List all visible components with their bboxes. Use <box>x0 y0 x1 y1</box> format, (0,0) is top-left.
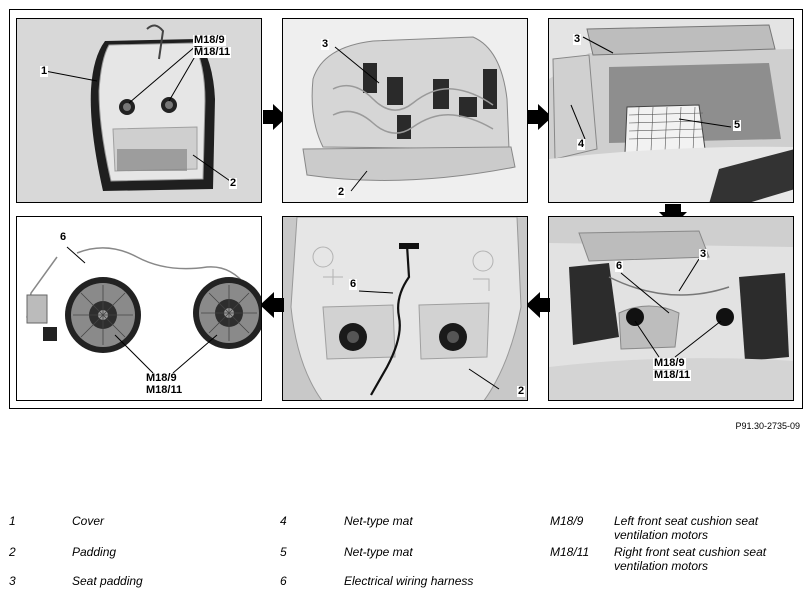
arrow-down-icon <box>659 204 687 226</box>
photo-panel-net-mat: 3 4 5 <box>548 18 794 203</box>
legend-text: Seat padding <box>72 574 143 588</box>
photo-panel-motors-removed: 6 M18/9 M18/11 <box>16 216 262 401</box>
legend-num: M18/11 <box>550 545 590 559</box>
legend-num: 6 <box>280 574 287 588</box>
figure-frame: 1 M18/9 M18/11 2 3 2 <box>9 9 803 409</box>
callout-1: 1 <box>40 65 49 77</box>
callout-m18-11: M18/11 <box>193 46 232 58</box>
legend-text: ventilation motors <box>614 559 709 573</box>
legend-text: Electrical wiring harness <box>344 574 474 588</box>
photo-panel-wiring-harness: 6 2 <box>282 216 528 401</box>
photo-panel-padding: 3 2 <box>282 18 528 203</box>
arrow-left-icon <box>526 292 550 318</box>
callout-3: 3 <box>573 33 582 45</box>
callout-m18-11: M18/11 <box>145 384 184 396</box>
callout-6: 6 <box>59 231 68 243</box>
callout-m18-9: M18/9 <box>193 34 226 46</box>
wiring-harness-photo <box>283 217 527 400</box>
callout-m18-9: M18/9 <box>145 372 178 384</box>
legend-text: Cover <box>72 514 105 528</box>
callout-6: 6 <box>615 260 624 272</box>
callout-2: 2 <box>517 385 526 397</box>
callout-3: 3 <box>321 38 330 50</box>
arrow-right-icon <box>528 104 552 130</box>
callout-3: 3 <box>699 248 708 260</box>
legend-num: 3 <box>9 574 16 588</box>
legend-text: ventilation motors <box>614 528 709 542</box>
callout-5: 5 <box>733 119 742 131</box>
callout-4: 4 <box>577 138 586 150</box>
ventilation-motors-removed-photo <box>17 217 261 400</box>
callout-2: 2 <box>229 177 238 189</box>
seat-padding-photo <box>283 19 527 202</box>
legend-num: 1 <box>9 514 16 528</box>
legend-num: 5 <box>280 545 287 559</box>
legend-text: Net-type mat <box>344 545 413 559</box>
legend-text: Net-type mat <box>344 514 413 528</box>
legend-num: 2 <box>9 545 16 559</box>
legend-text: Right front seat cushion seat <box>614 545 767 559</box>
legend-text: Padding <box>72 545 117 559</box>
callout-6: 6 <box>349 278 358 290</box>
photo-panel-motors-installed: 3 6 M18/9 M18/11 <box>548 216 794 401</box>
legend-num: 4 <box>280 514 287 528</box>
callout-m18-11: M18/11 <box>653 369 692 381</box>
ventilation-motors-installed-photo <box>549 217 793 400</box>
callout-2: 2 <box>337 186 346 198</box>
photo-panel-cover: 1 M18/9 M18/11 2 <box>16 18 262 203</box>
callout-m18-9: M18/9 <box>653 357 686 369</box>
arrow-right-icon <box>263 104 287 130</box>
legend-num: M18/9 <box>550 514 584 528</box>
legend-text: Left front seat cushion seat <box>614 514 759 528</box>
arrow-left-icon <box>260 292 284 318</box>
figure-code: P91.30-2735-09 <box>735 421 800 431</box>
net-type-mat-photo <box>549 19 793 202</box>
